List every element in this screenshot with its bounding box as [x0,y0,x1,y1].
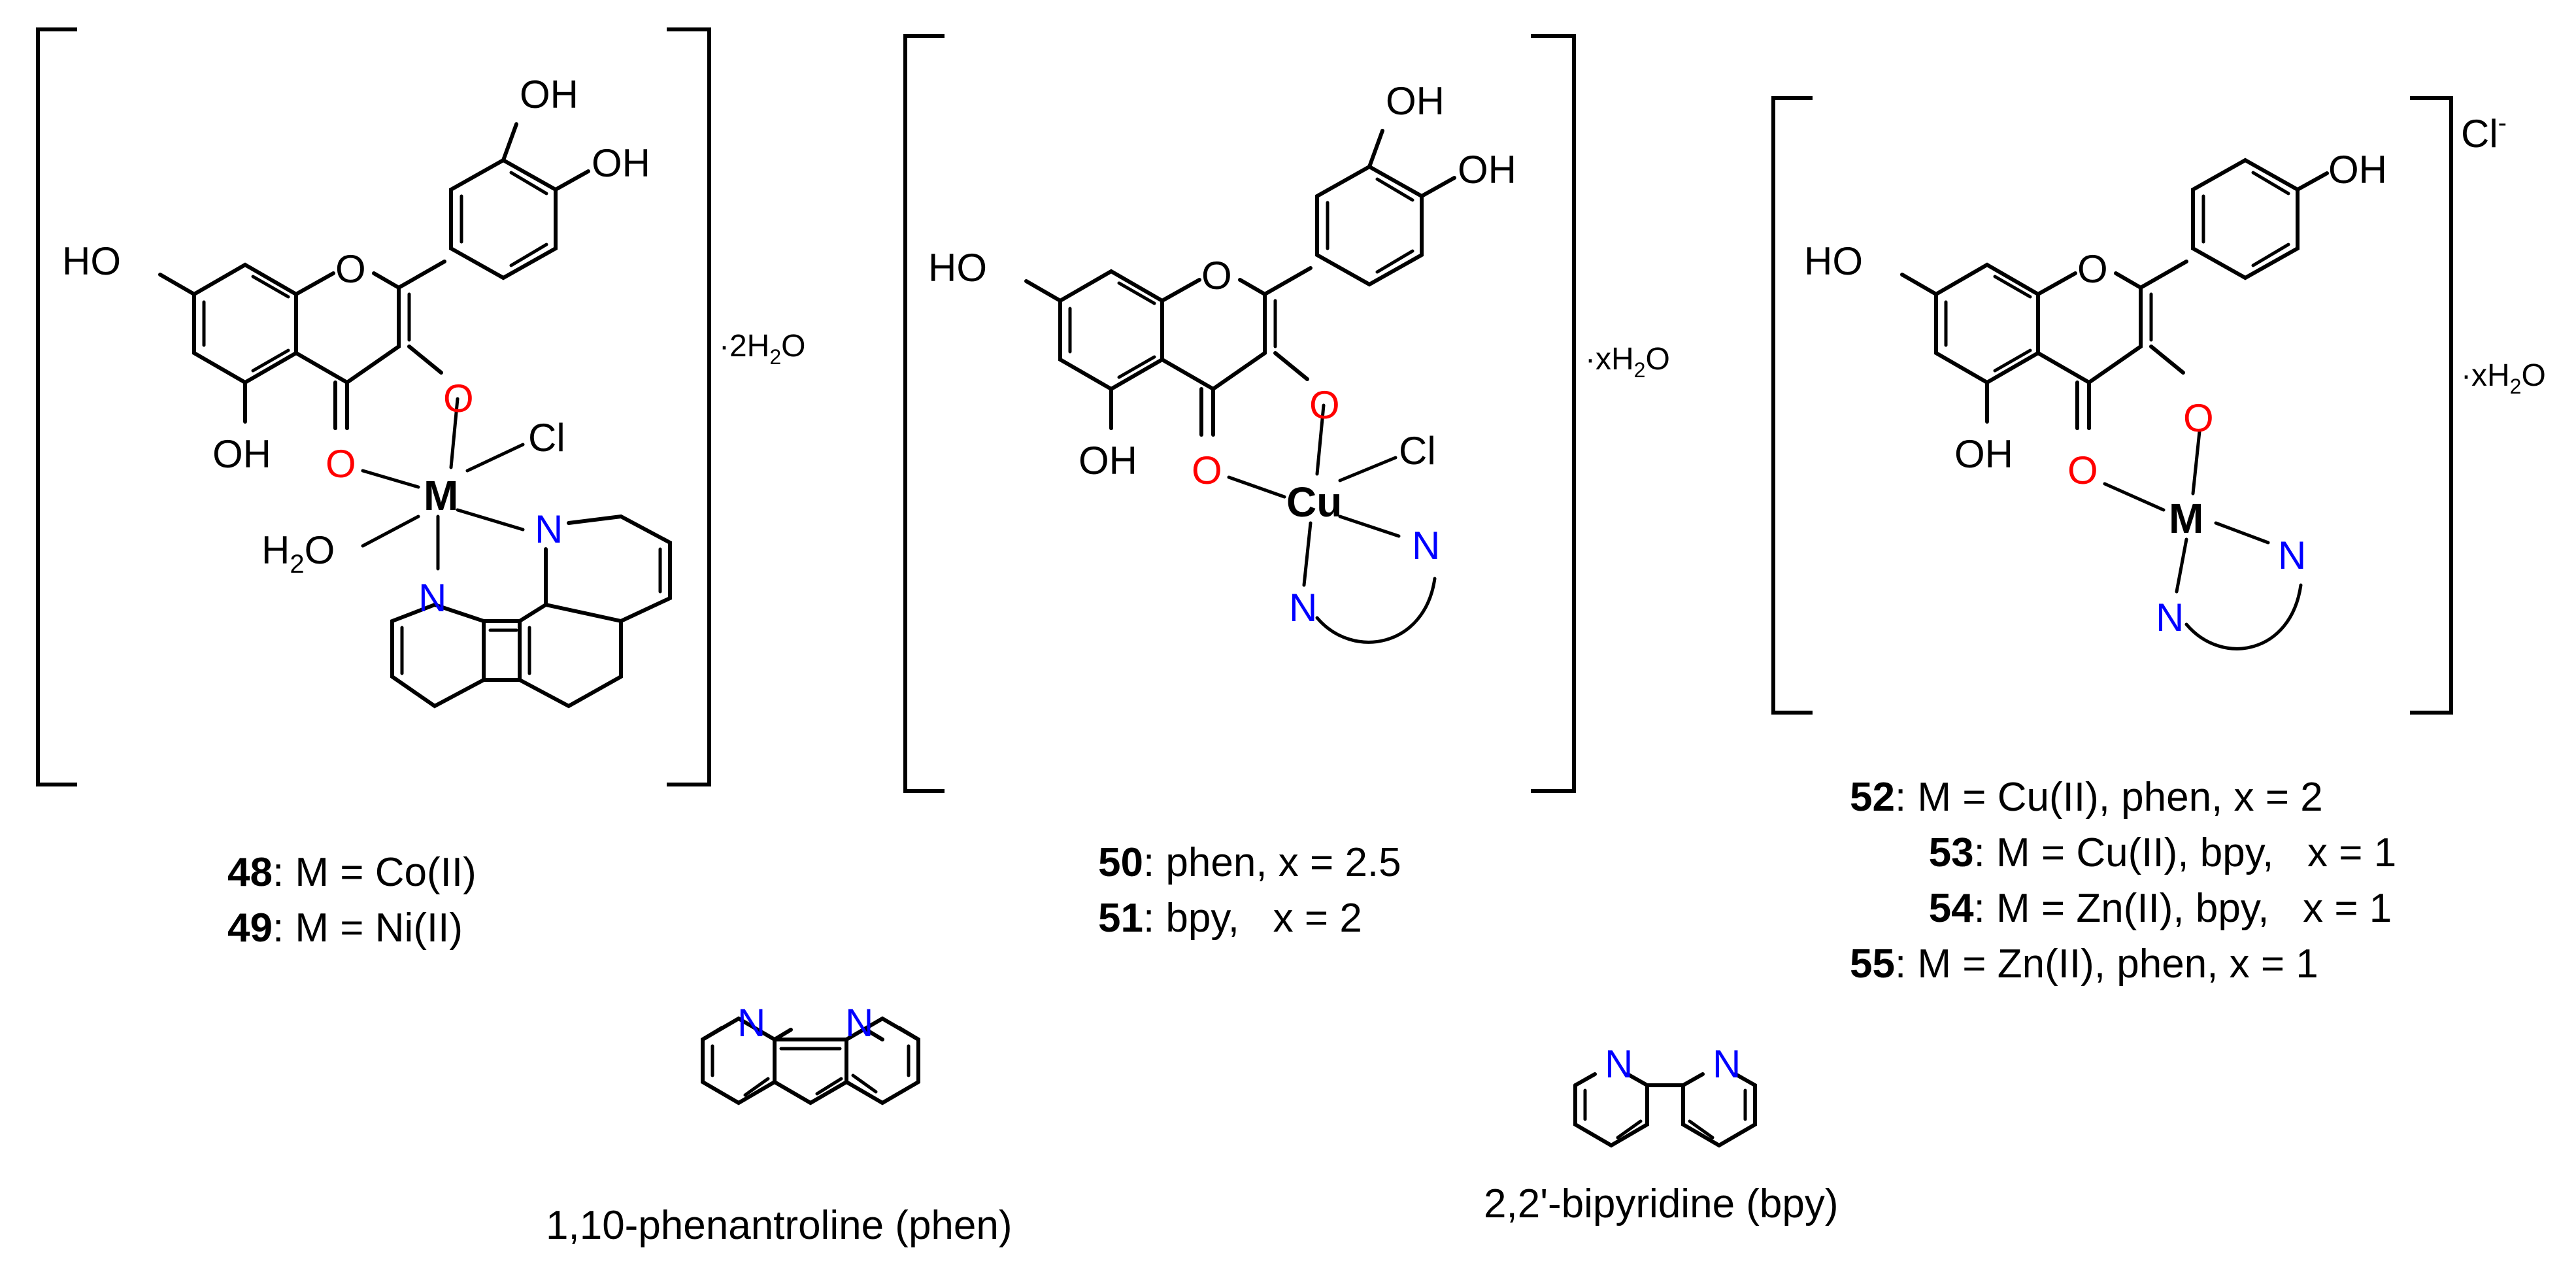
oh-4prime: OH [592,141,650,185]
ho-7: HO [1804,239,1863,283]
phen-n10: N [845,1001,873,1045]
bpy-n1prime: N [1713,1042,1741,1086]
complex-48-49: OH OH HO OH O O O M Cl H2O N N ·2H2O 48:… [36,27,805,951]
complex-50-51: OH OH HO OH O O O Cu Cl N N ·xH2O 50: ph… [903,34,1670,941]
hydrate-xh2o: ·xH2O [1585,342,1670,382]
metal-center: M [424,472,458,519]
chloride-ligand: Cl [1399,429,1436,473]
coordination-bonds [361,397,525,571]
chelate-arc [1315,577,1437,644]
caption-48: 48: M = Co(II) [227,850,477,895]
caption-52: 52: M = Cu(II), phen, x = 2 [1850,775,2323,820]
ring-oxygen: O [2077,247,2108,291]
carbonyl-oxygen: O [1192,448,1222,492]
ring-oxygen: O [335,247,366,291]
n-phen-left: N [418,576,446,620]
oh-5: OH [212,432,271,476]
oh-4prime: OH [2328,148,2387,192]
phenolate-oxygen: O [1309,383,1340,427]
right-bracket [2410,96,2453,715]
caption-53: 53: M = Cu(II), bpy, x = 1 [1850,830,2452,875]
right-bracket [667,27,711,786]
oh-5: OH [1079,439,1137,482]
phenolate-oxygen: O [443,377,474,420]
bpy-ligand: N N 2,2'-bipyridine (bpy) [1484,1042,1839,1226]
caption-54: 54: M = Zn(II), bpy, x = 1 [1850,886,2448,931]
coordination-bonds [2103,430,2303,650]
phen-n1: N [737,1001,765,1045]
n-phen-right: N [535,507,563,551]
flavonoid-skeleton [1024,129,1456,437]
oh-3prime: OH [520,73,578,116]
chloride-ligand: Cl [528,416,565,460]
caption-51: 51: bpy, x = 2 [1098,896,1362,941]
right-bracket [1531,34,1576,793]
phen-structure [701,1016,920,1106]
caption-49: 49: M = Ni(II) [227,905,463,951]
ring-oxygen: O [1201,254,1232,297]
phen-name: 1,10-phenantroline (phen) [546,1203,1012,1248]
n-donor-left: N [1289,586,1317,630]
bpy-structure [1573,1072,1757,1148]
phen-ligand: N N 1,10-phenantroline (phen) [546,1001,1012,1248]
phenanthroline-ligand [390,514,672,709]
n-donor-right: N [1412,524,1440,567]
metal-center: M [2169,495,2203,542]
ho-7: HO [928,246,987,290]
flavonoid-skeleton [158,122,590,430]
aqua-ligand: H2O [261,528,335,579]
copper-center: Cu [1286,479,1342,526]
left-bracket [36,27,77,786]
n-donor-right: N [2278,533,2306,577]
caption-50: 50: phen, x = 2.5 [1098,840,1401,885]
chloride-counterion: Cl- [2461,109,2507,156]
bpy-name: 2,2'-bipyridine (bpy) [1484,1181,1839,1226]
hydrate-xh2o: ·xH2O [2461,358,2546,398]
n-donor-left: N [2156,596,2184,639]
flavonoid-skeleton [1900,158,2329,430]
complex-52-55: OH HO OH O O O M N N Cl- ·xH2O 52: M = C… [1771,96,2546,987]
left-bracket [1771,96,1813,715]
oh-5: OH [1954,432,2013,476]
ho-7: HO [62,239,121,283]
bpy-n1: N [1605,1042,1633,1086]
coordination-bonds [1227,403,1437,644]
hydrate-2h2o: ·2H2O [719,329,805,369]
left-bracket [903,34,945,793]
oh-4prime: OH [1458,148,1516,192]
phenolate-oxygen: O [2183,396,2214,440]
carbonyl-oxygen: O [326,442,356,486]
oh-3prime: OH [1386,79,1445,123]
carbonyl-oxygen: O [2067,448,2098,492]
caption-55: 55: M = Zn(II), phen, x = 1 [1850,941,2318,987]
